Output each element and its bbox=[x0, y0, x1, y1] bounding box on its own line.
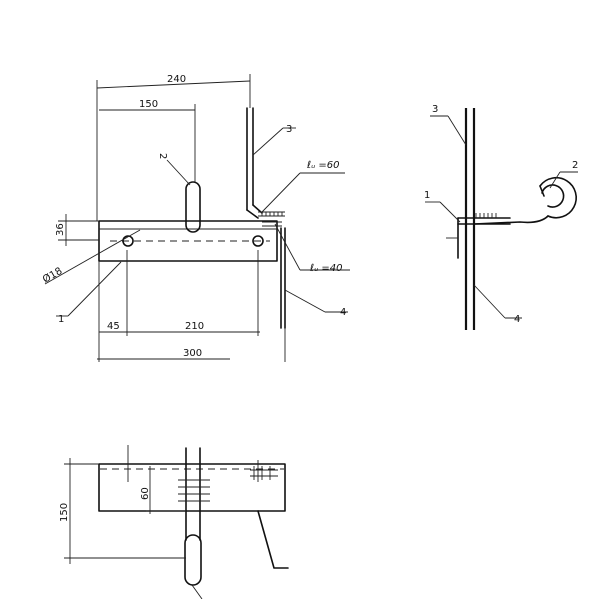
bottom-dim-60: 60 bbox=[140, 487, 151, 500]
side-weld-hatch bbox=[475, 213, 497, 218]
label-part-4: 4 bbox=[340, 307, 346, 318]
dim-240: 240 bbox=[167, 74, 186, 85]
hole-left bbox=[122, 235, 134, 247]
side-label-part-4: 4 bbox=[514, 314, 520, 325]
weld-40: ℓᵤ =40 bbox=[310, 263, 342, 274]
label-part-1: 1 bbox=[58, 314, 64, 325]
dim-150: 150 bbox=[139, 99, 158, 110]
label-part-3: 3 bbox=[286, 124, 292, 135]
bottom-plate bbox=[98, 463, 286, 512]
bottom-part-4 bbox=[257, 510, 289, 569]
hole-right bbox=[252, 235, 264, 247]
dim-210: 210 bbox=[185, 321, 204, 332]
hook-curve-inner bbox=[541, 184, 565, 208]
dim-36: 36 bbox=[55, 223, 66, 236]
label-part-2: 2 bbox=[157, 153, 168, 159]
hook-curve-outer bbox=[539, 176, 577, 219]
top-view: 240 150 36 Ø18 45 210 300 1 2 3 ℓᵤ = bbox=[41, 74, 350, 362]
bottom-view: 150 60 bbox=[59, 445, 289, 599]
dim-hole: Ø18 bbox=[41, 265, 65, 286]
hook-shank bbox=[473, 215, 549, 225]
plate-part-1 bbox=[98, 220, 278, 262]
weld-hatch bbox=[258, 211, 285, 227]
hook-part-2 bbox=[185, 181, 201, 233]
bottom-hatch bbox=[178, 466, 278, 502]
side-view: 3 2 1 4 bbox=[424, 104, 578, 330]
dim-45: 45 bbox=[107, 321, 120, 332]
side-label-part-3: 3 bbox=[432, 104, 438, 115]
dim-300: 300 bbox=[183, 348, 202, 359]
weld-60: ℓᵤ =60 bbox=[307, 160, 339, 171]
bottom-hook bbox=[184, 534, 202, 586]
side-label-part-2: 2 bbox=[572, 160, 578, 171]
side-label-part-1: 1 bbox=[424, 190, 430, 201]
bottom-dim-150: 150 bbox=[59, 503, 70, 522]
